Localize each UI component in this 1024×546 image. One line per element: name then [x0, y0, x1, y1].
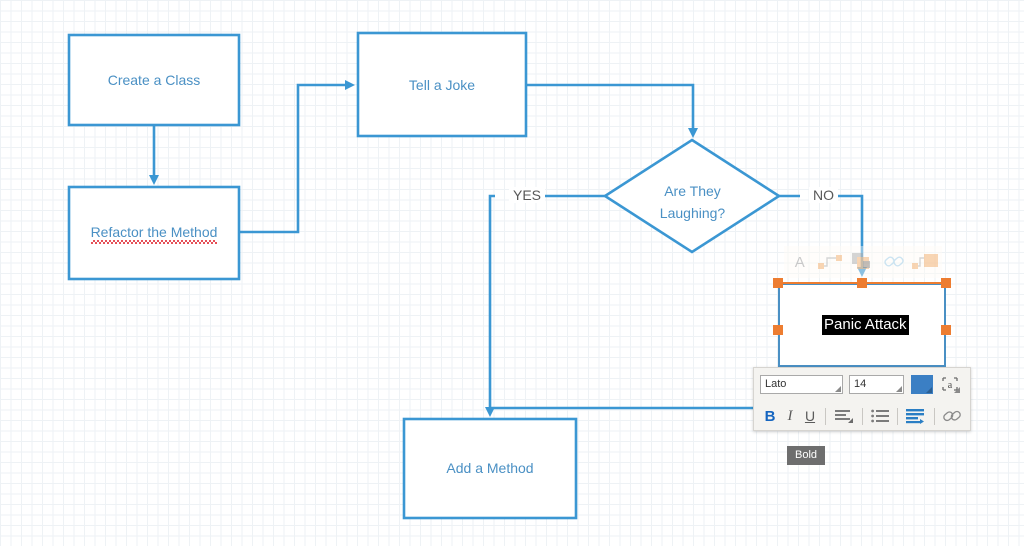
- node-create-class: [67, 33, 241, 127]
- node-label-refactor-method: Refactor the Method: [69, 224, 239, 241]
- align-button[interactable]: [831, 405, 857, 427]
- link-button[interactable]: [940, 405, 964, 427]
- selected-shape-text[interactable]: Panic Attack: [822, 315, 909, 335]
- shape-hover-toolbar[interactable]: A: [784, 246, 942, 278]
- font-size-select[interactable]: 14: [849, 374, 904, 394]
- chevron-down-icon: [926, 386, 932, 393]
- connector-icon[interactable]: [816, 254, 848, 270]
- node-add-a-method: [402, 417, 578, 520]
- font-family-value: Lato: [765, 378, 787, 390]
- font-size-value: 14: [854, 378, 867, 390]
- node-tell-a-joke: [356, 31, 528, 138]
- bullet-list-button[interactable]: [868, 405, 892, 427]
- resize-handle-w[interactable]: [773, 325, 783, 335]
- connector-no-leg-b: [838, 194, 867, 277]
- chevron-down-icon: [896, 385, 902, 392]
- align-left-icon: [834, 409, 853, 423]
- text-wrap-button[interactable]: [903, 405, 929, 427]
- text-style-button[interactable]: a: [939, 375, 961, 394]
- resize-handle-n[interactable]: [857, 278, 867, 288]
- tooltip-bold: Bold: [787, 446, 826, 465]
- chevron-down-icon: [954, 386, 960, 393]
- resize-handle-e[interactable]: [941, 325, 951, 335]
- toolbar-divider: [897, 407, 898, 425]
- branch-label-yes: YES: [509, 187, 546, 203]
- text-format-toolbar[interactable]: Lato 14 a B I U: [753, 367, 971, 431]
- connector-refactor-to-joke: [239, 80, 355, 234]
- node-label-create-class: Create a Class: [107, 72, 201, 88]
- node-label-add-a-method: Add a Method: [446, 460, 534, 476]
- decision-line-1: Are They: [664, 183, 721, 199]
- node-label-are-they-laughing: Are They Laughing?: [620, 180, 765, 224]
- underline-button[interactable]: U: [804, 408, 816, 424]
- resize-handle-ne[interactable]: [941, 278, 951, 288]
- link-icon: [943, 410, 961, 422]
- svg-text:a: a: [948, 380, 953, 391]
- bullet-list-icon: [870, 409, 889, 423]
- toolbar-divider: [862, 407, 863, 425]
- toolbar-divider: [825, 407, 826, 425]
- italic-button[interactable]: I: [787, 407, 793, 424]
- branch-label-no: NO: [809, 187, 838, 203]
- link-icon[interactable]: [879, 253, 911, 271]
- resize-handle-nw[interactable]: [773, 278, 783, 288]
- format-toolbar-row-2: B I U: [754, 400, 970, 432]
- text-style-icon[interactable]: A: [794, 253, 805, 271]
- decision-line-2: Laughing?: [659, 205, 726, 221]
- shape-fill-icon[interactable]: [847, 252, 879, 272]
- add-shape-icon[interactable]: [910, 253, 942, 271]
- connector-yes-leg: [485, 194, 495, 417]
- text-wrap-icon: [906, 408, 924, 424]
- font-family-select[interactable]: Lato: [760, 374, 843, 394]
- format-toolbar-row-1: Lato 14 a: [754, 368, 970, 400]
- node-are-they-laughing: [602, 138, 782, 254]
- toolbar-divider: [934, 407, 935, 425]
- connector-joke-to-decision: [526, 83, 698, 138]
- chevron-down-icon: [835, 385, 841, 392]
- misspelled-word: Refactor the Method: [90, 224, 218, 240]
- bold-button[interactable]: B: [764, 407, 776, 425]
- font-color-swatch[interactable]: [911, 374, 933, 394]
- node-label-tell-a-joke: Tell a Joke: [408, 77, 476, 93]
